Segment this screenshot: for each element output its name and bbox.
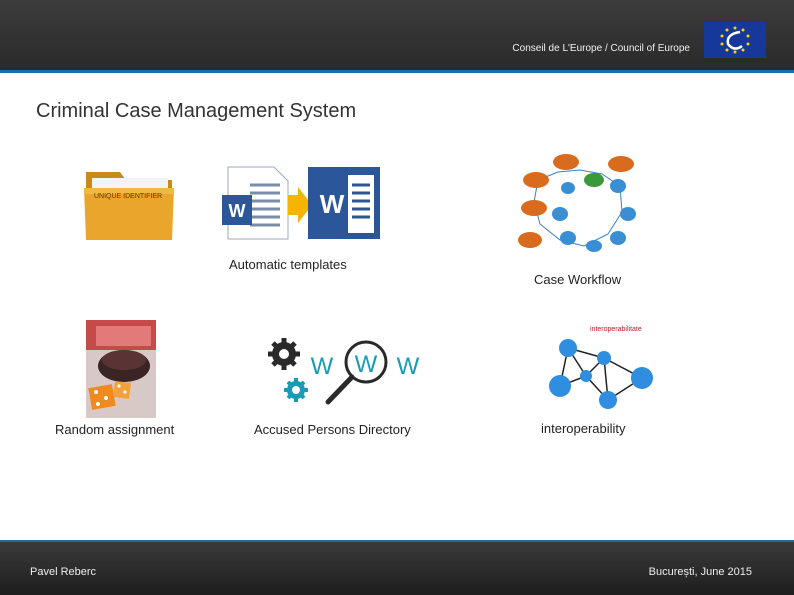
header-divider — [0, 70, 794, 73]
header-bar — [0, 0, 794, 70]
word-templates-icon: W W — [218, 165, 382, 243]
svg-text:W: W — [355, 351, 378, 378]
folder-icon — [80, 160, 180, 244]
organization-name: Conseil de L'Europe / Council of Europe — [512, 43, 690, 54]
workflow-diagram-icon — [510, 152, 644, 252]
footer-bar: Pavel Reberc București, June 2015 — [0, 540, 794, 595]
interop-image-label: interoperabilitate — [590, 326, 642, 333]
random-caption: Random assignment — [55, 422, 175, 437]
svg-text:W: W — [229, 201, 246, 221]
templates-caption: Automatic templates — [229, 257, 347, 272]
interop-caption: interoperability — [541, 421, 626, 436]
network-icon — [538, 334, 662, 416]
directory-caption: Accused Persons Directory — [254, 422, 411, 437]
page-title: Criminal Case Management System — [36, 100, 357, 122]
svg-text:W: W — [397, 353, 420, 380]
directory-search-icon: W W W — [262, 336, 424, 408]
dice-photo — [86, 320, 156, 418]
council-of-europe-logo — [704, 22, 766, 58]
folder-label: UNIQUE IDENTIFIER — [94, 193, 163, 200]
author-name: Pavel Reberc — [30, 566, 97, 578]
workflow-caption: Case Workflow — [534, 272, 622, 287]
place-date: București, June 2015 — [648, 566, 752, 578]
svg-text:W: W — [311, 353, 334, 380]
svg-text:W: W — [320, 189, 345, 219]
